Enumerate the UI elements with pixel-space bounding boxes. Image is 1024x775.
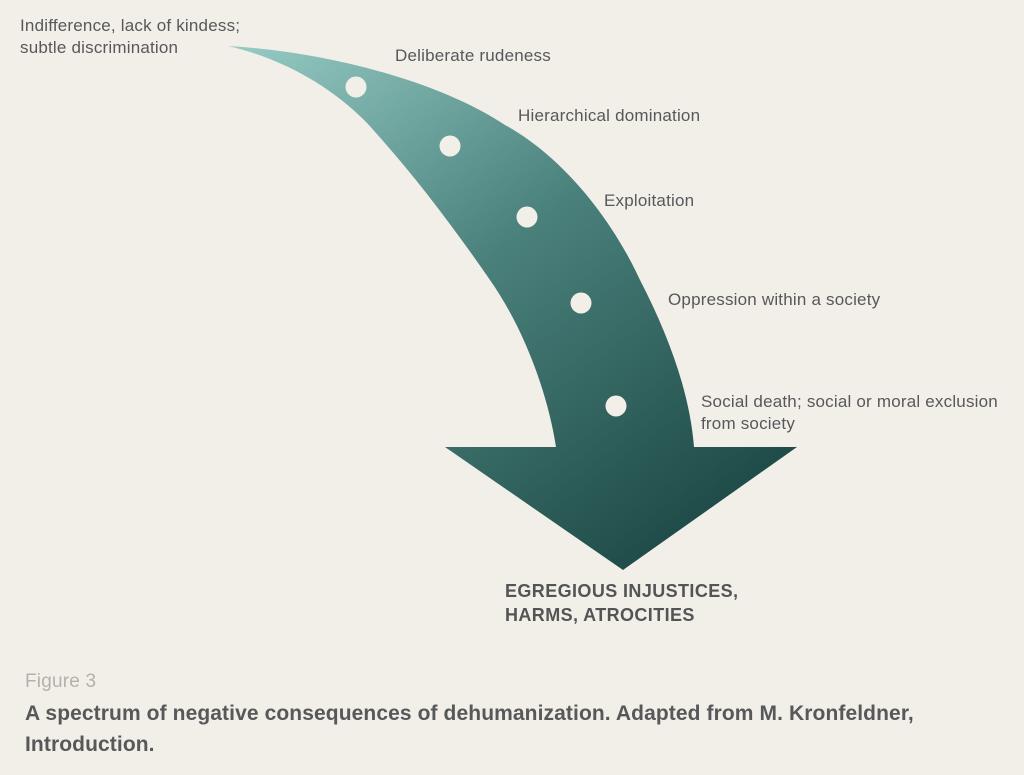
figure-caption-line: A spectrum of negative consequences of d… <box>25 702 914 725</box>
stage-label-line: Oppression within a society <box>668 290 881 309</box>
spectrum-dot <box>516 206 538 228</box>
stage-label-line: Social death; social or moral exclusion <box>701 392 998 411</box>
figure-caption: A spectrum of negative consequences of d… <box>25 698 1015 760</box>
stage-label-line: Indifference, lack of kindess; <box>20 16 241 35</box>
terminal-label-line: HARMS, ATROCITIES <box>505 605 695 625</box>
terminal-label-egregious-injustices: EGREGIOUS INJUSTICES, HARMS, ATROCITIES <box>505 579 738 627</box>
stage-label-oppression: Oppression within a society <box>668 289 880 311</box>
spectrum-dot <box>439 135 461 157</box>
stage-label-line: subtle discrimination <box>20 38 179 57</box>
stage-label-social-death: Social death; social or moral exclusion … <box>701 391 998 435</box>
stage-label-line: Exploitation <box>604 191 695 210</box>
stage-label-exploitation: Exploitation <box>604 190 694 212</box>
spectrum-dot <box>605 395 627 417</box>
stage-label-line: Hierarchical domination <box>518 106 701 125</box>
terminal-label-line: EGREGIOUS INJUSTICES, <box>505 581 739 601</box>
stage-label-indifference: Indifference, lack of kindess; subtle di… <box>20 15 240 59</box>
stage-label-line: Deliberate rudeness <box>395 46 551 65</box>
figure-caption-line: Introduction. <box>25 733 155 756</box>
figure-number: Figure 3 <box>25 671 97 692</box>
spectrum-dot <box>570 292 592 314</box>
stage-label-deliberate-rudeness: Deliberate rudeness <box>395 45 551 67</box>
stage-label-hierarchical-domination: Hierarchical domination <box>518 105 700 127</box>
spectrum-dot <box>345 76 367 98</box>
stage-label-line: from society <box>701 414 796 433</box>
arrow-swoosh <box>228 46 797 570</box>
